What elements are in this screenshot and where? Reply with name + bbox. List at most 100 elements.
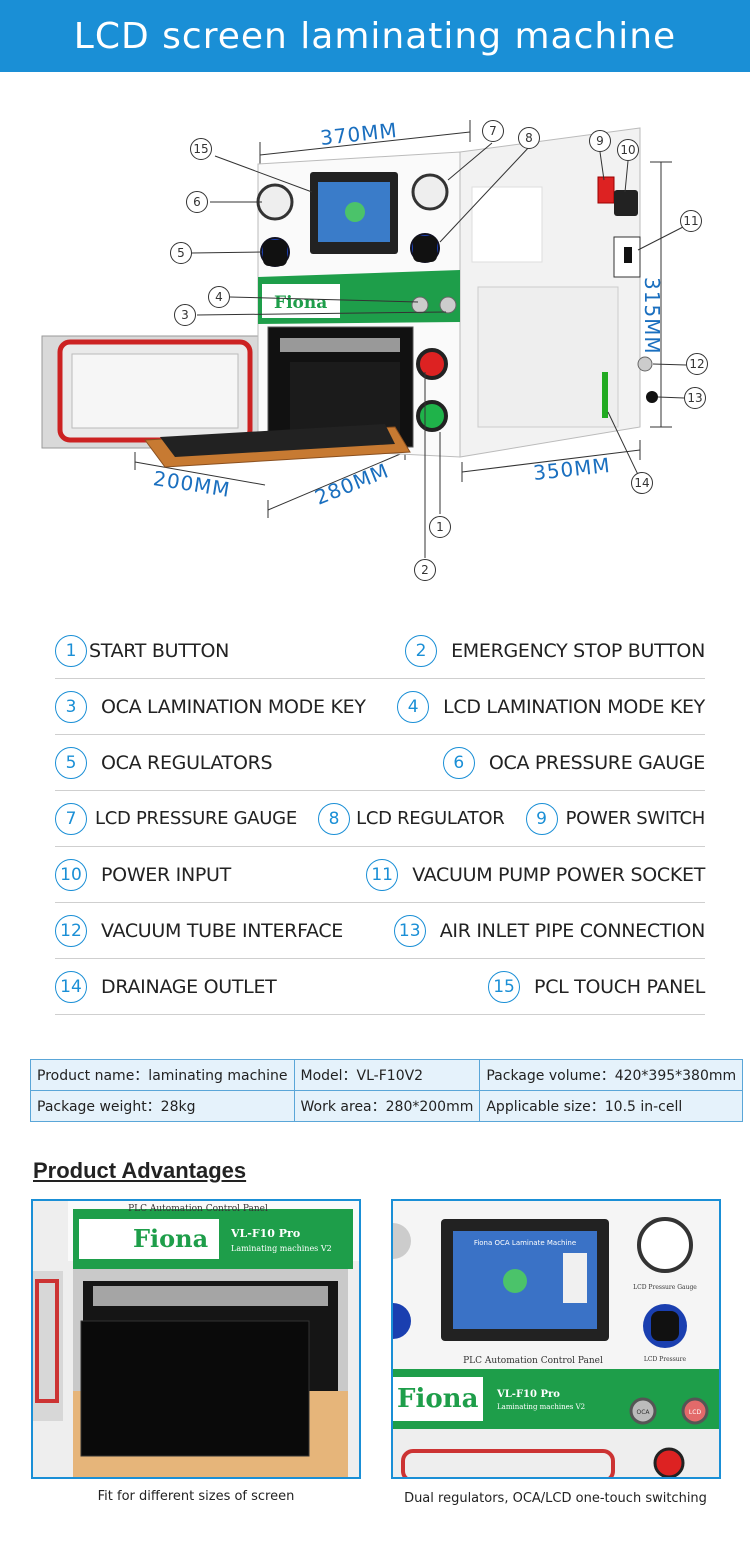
feature-number: 4 [397, 690, 430, 723]
callout-14: 14 [631, 472, 653, 494]
feature-label: LCD REGULATOR [356, 808, 505, 829]
machine-chamber-illustration: PLC Automation Control Panel Fiona VL-F1… [33, 1201, 359, 1477]
machine-diagram: Fiona 370MM [0, 72, 750, 602]
callout-13: 13 [684, 387, 706, 409]
left-caption: Fit for different sizes of screen [97, 1489, 295, 1504]
callout-6: 6 [186, 191, 208, 213]
feature-number: 3 [55, 690, 87, 723]
machine-illustration: Fiona [41, 120, 687, 558]
feature-item: 3 OCA LAMINATION MODE KEY [55, 690, 366, 723]
left-model-sub-text: Laminating machines V2 [231, 1244, 332, 1253]
advantage-photo-right: Fiona OCA Laminate Machine LCD Pressure … [391, 1199, 721, 1479]
feature-item: 5 OCA REGULATORS [55, 746, 273, 779]
feature-label: AIR INLET PIPE CONNECTION [439, 919, 706, 942]
feature-label: LCD PRESSURE GAUGE [95, 808, 297, 829]
right-model-text: VL-F10 Pro [496, 1389, 560, 1400]
advantage-photo-left: PLC Automation Control Panel Fiona VL-F1… [31, 1199, 361, 1479]
spec-package-volume: Package volume：420*395*380mm [479, 1059, 744, 1091]
feature-item: 14 DRAINAGE OUTLET [55, 970, 277, 1003]
feature-number: 7 [55, 802, 87, 835]
page-header: LCD screen laminating machine [0, 0, 750, 72]
callout-7: 7 [482, 120, 504, 142]
oca-pressure-gauge [256, 183, 294, 221]
left-model-text: VL-F10 Pro [230, 1227, 300, 1240]
feature-label: OCA REGULATORS [101, 751, 273, 774]
feature-row: 10 POWER INPUT 11 VACUUM PUMP POWER SOCKET [55, 847, 705, 903]
feature-number: 10 [55, 858, 87, 891]
right-screen-title: Fiona OCA Laminate Machine [474, 1239, 576, 1247]
page-title: LCD screen laminating machine [73, 15, 677, 57]
feature-row: 12 VACUUM TUBE INTERFACE 13 AIR INLET PIPE… [55, 903, 705, 959]
feature-row: 3 OCA LAMINATION MODE KEY 4 LCD LAMINATION… [55, 679, 705, 735]
right-oca-key-label: OCA [636, 1409, 650, 1416]
open-door [41, 335, 273, 449]
feature-item: 12 VACUUM TUBE INTERFACE [55, 914, 343, 947]
feature-item: 13 AIR INLET PIPE CONNECTION [393, 914, 706, 947]
advantages-title: Product Advantages [33, 1158, 247, 1183]
brand-text: Fiona [274, 293, 327, 313]
feature-number: 12 [55, 914, 87, 947]
feature-number: 8 [318, 802, 351, 835]
right-lcd-key-label: LCD [689, 1409, 702, 1416]
spec-package-weight: Package weight：28kg [30, 1090, 295, 1122]
feature-label: OCA LAMINATION MODE KEY [101, 695, 366, 718]
feature-label: POWER INPUT [101, 863, 231, 886]
callout-4: 4 [208, 286, 230, 308]
lcd-pressure-gauge [411, 173, 449, 211]
feature-label: EMERGENCY STOP BUTTON [451, 639, 705, 662]
right-caption: Dual regulators, OCA/LCD one-touch switc… [404, 1491, 707, 1506]
feature-label: OCA PRESSURE GAUGE [488, 751, 705, 774]
feature-label: DRAINAGE OUTLET [101, 975, 277, 998]
feature-label: VACUUM TUBE INTERFACE [101, 919, 343, 942]
callout-8: 8 [518, 127, 540, 149]
right-brand-text: Fiona [397, 1384, 479, 1414]
control-panel-illustration: Fiona OCA Laminate Machine LCD Pressure … [393, 1201, 719, 1477]
feature-label: START BUTTON [89, 639, 230, 662]
callout-10: 10 [617, 139, 639, 161]
callout-11: 11 [680, 210, 702, 232]
right-regulator-label: LCD Pressure [644, 1356, 687, 1363]
feature-row: 5 OCA REGULATORS 6 OCA PRESSURE GAUGE [55, 735, 705, 791]
left-brand-text: Fiona [133, 1224, 208, 1253]
callout-12: 12 [686, 353, 708, 375]
feature-number: 13 [393, 914, 426, 947]
feature-row: 14 DRAINAGE OUTLET 15 PCL TOUCH PANEL [55, 959, 705, 1015]
feature-label: VACUUM PUMP POWER SOCKET [412, 863, 705, 886]
callout-5: 5 [170, 242, 192, 264]
callout-2: 2 [414, 559, 436, 581]
spec-applicable-size: Applicable size：10.5 in-cell [479, 1090, 744, 1122]
feature-item: 6 OCA PRESSURE GAUGE [442, 746, 705, 779]
feature-item: 2 EMERGENCY STOP BUTTON [405, 634, 705, 667]
callout-15: 15 [190, 138, 212, 160]
feature-number: 1 [55, 634, 87, 667]
spec-work-area: Work area：280*200mm [293, 1090, 481, 1122]
spec-table: Product name：laminating machine Model：VL… [30, 1059, 744, 1122]
feature-number: 9 [525, 802, 558, 835]
feature-item: 10 POWER INPUT [55, 858, 231, 891]
callout-1: 1 [429, 516, 451, 538]
feature-label: PCL TOUCH PANEL [534, 975, 705, 998]
feature-number: 2 [405, 634, 438, 667]
feature-number: 6 [442, 746, 475, 779]
feature-number: 5 [55, 746, 87, 779]
dim-height: 315MM [640, 277, 664, 355]
table-row: Package weight：28kg Work area：280*200mm … [30, 1090, 744, 1122]
left-panel-label: PLC Automation Control Panel [128, 1204, 268, 1214]
right-gauge-label: LCD Pressure Gauge [633, 1284, 697, 1291]
feature-number: 11 [366, 858, 399, 891]
feature-number: 15 [488, 970, 521, 1003]
feature-item: 4 LCD LAMINATION MODE KEY [397, 690, 705, 723]
table-row: Product name：laminating machine Model：VL… [30, 1059, 744, 1091]
right-panel-label: PLC Automation Control Panel [463, 1356, 603, 1366]
feature-label: LCD LAMINATION MODE KEY [443, 695, 705, 718]
feature-item: 11 VACUUM PUMP POWER SOCKET [366, 858, 705, 891]
feature-number: 14 [55, 970, 87, 1003]
feature-item: 7 LCD PRESSURE GAUGE [55, 802, 297, 835]
spec-model: Model：VL-F10V2 [293, 1059, 481, 1091]
